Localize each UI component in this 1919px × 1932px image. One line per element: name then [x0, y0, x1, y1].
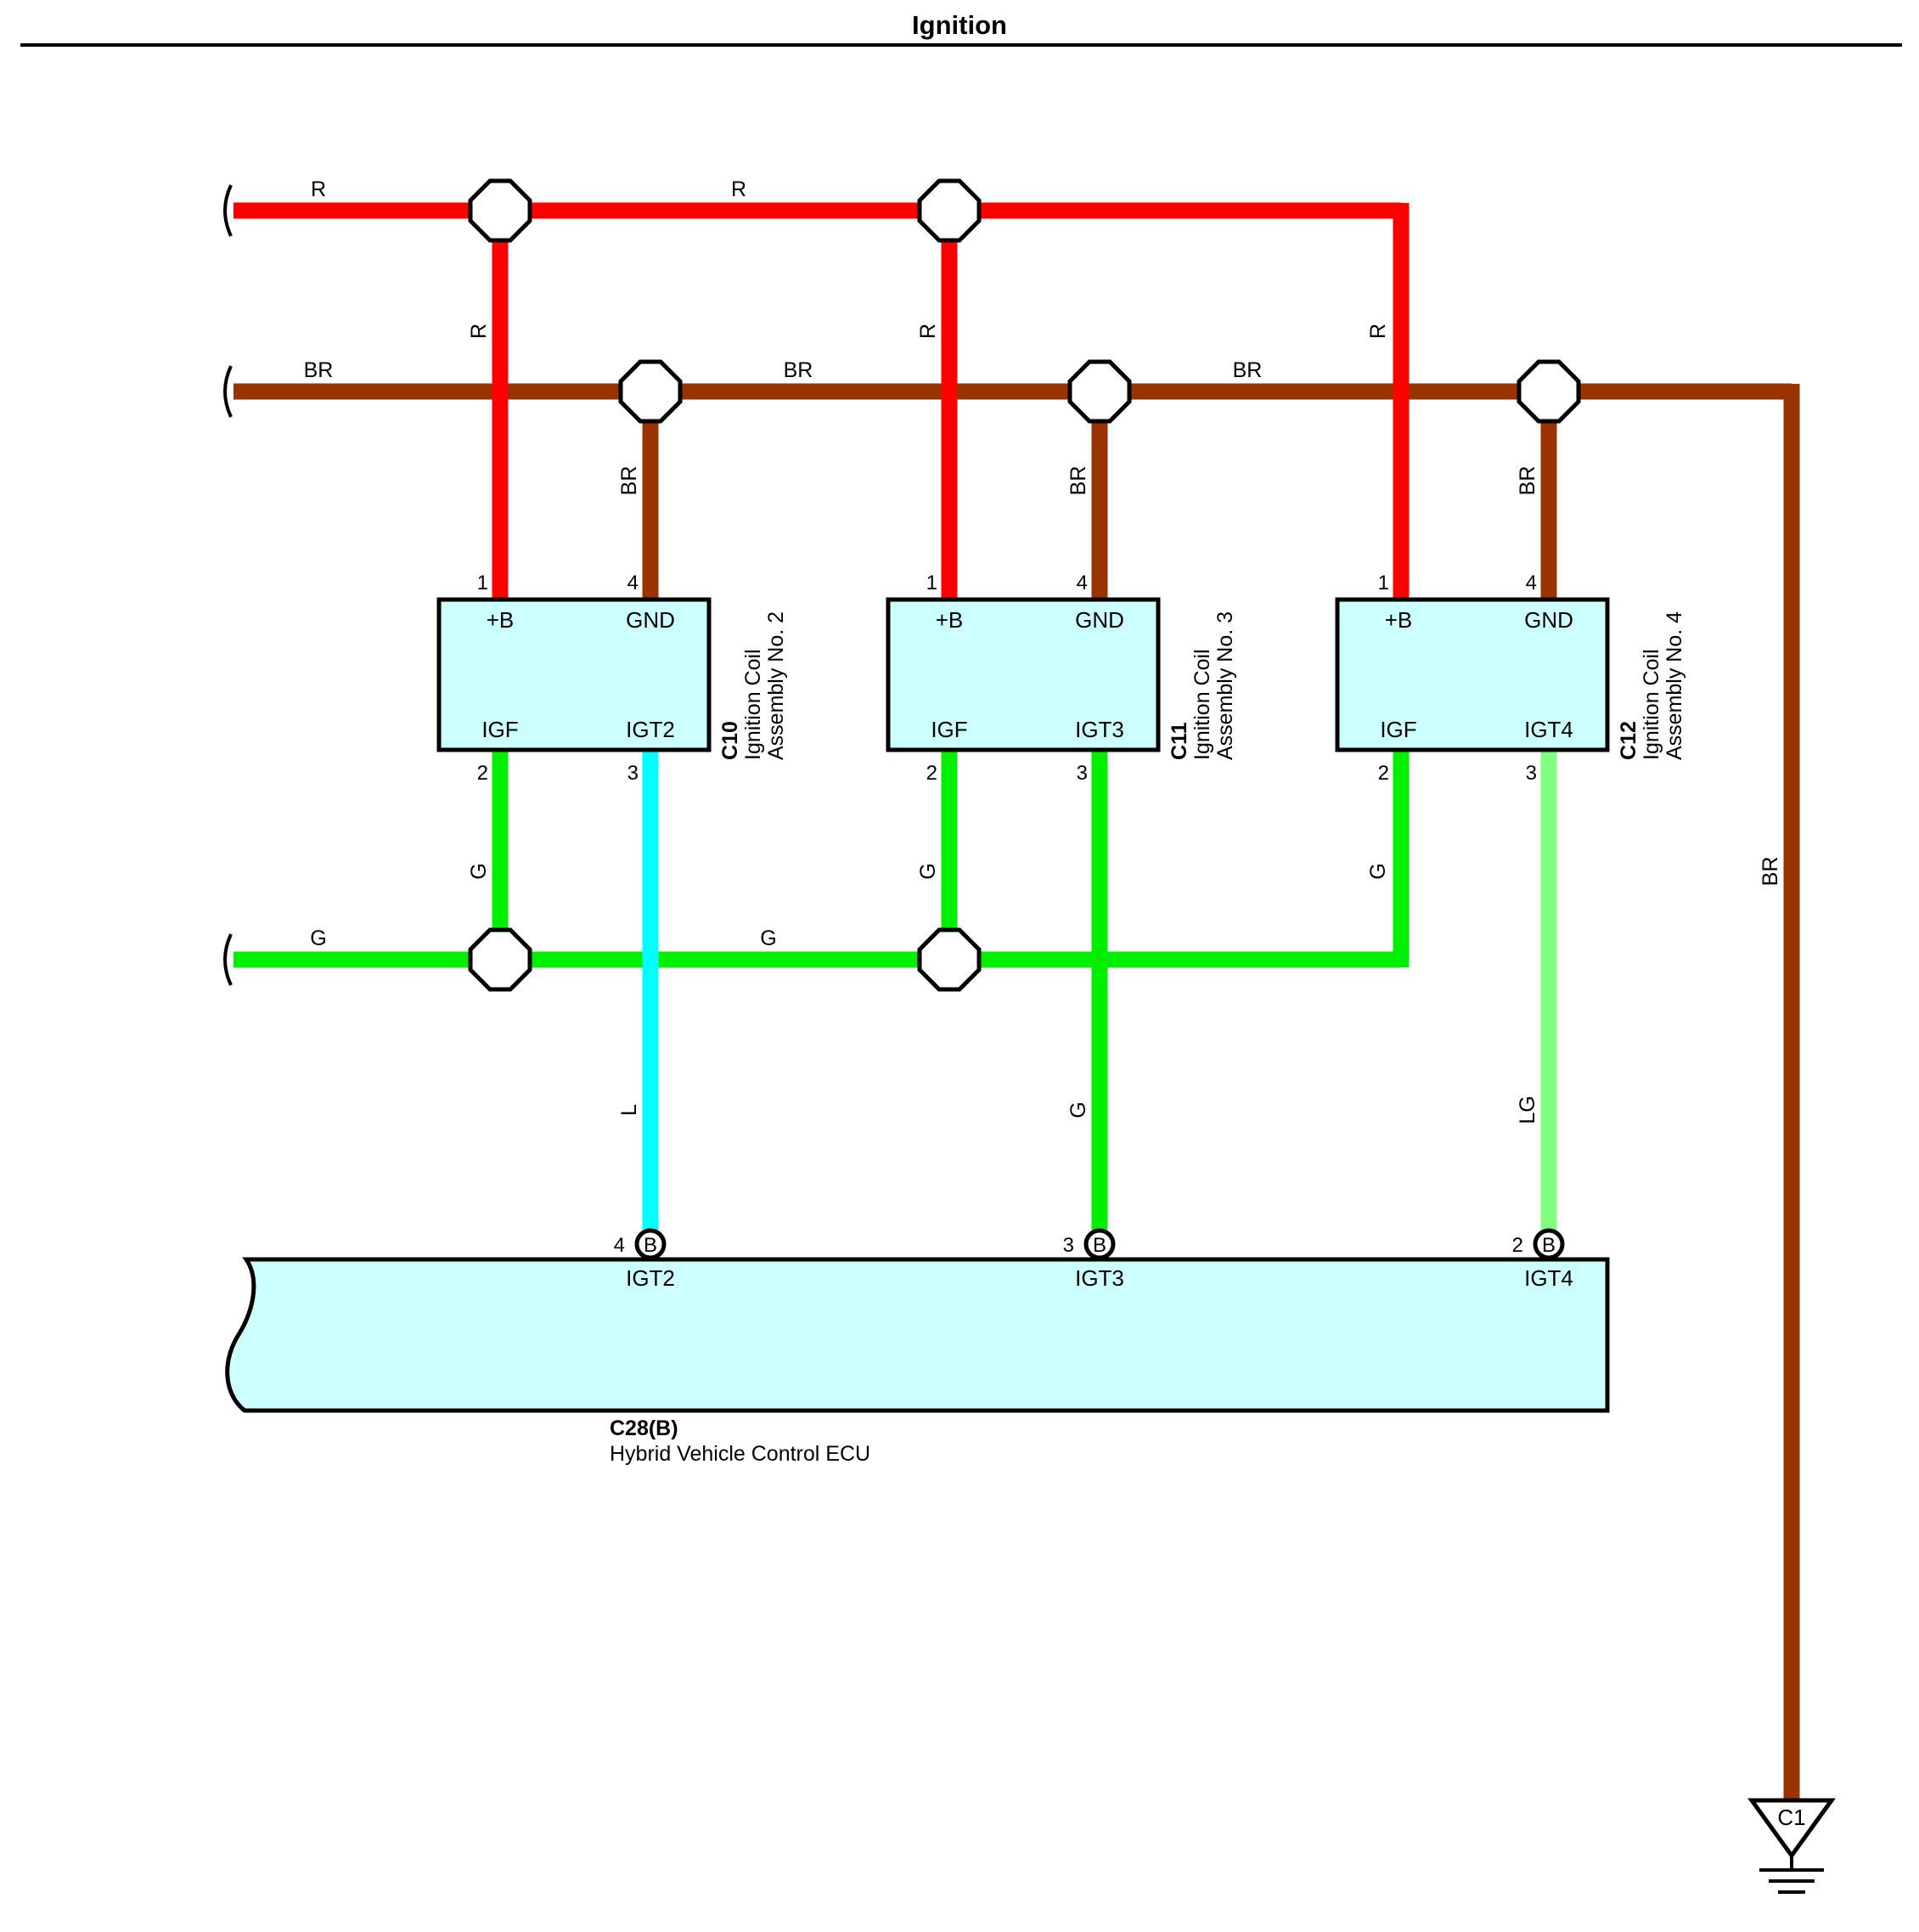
ground-c1: C1 [1747, 1798, 1836, 1894]
wire-label-coil4-igt: LG [1516, 1096, 1539, 1124]
pin-number: 4 [614, 1234, 625, 1257]
wire-break-g [223, 933, 233, 986]
terminal-igf: IGF [1380, 717, 1416, 742]
wire-label-coil3-igf: G [916, 863, 940, 879]
splice-r-1 [468, 178, 532, 243]
pin-igf: 2 [926, 762, 937, 785]
component-name-line1: Ignition Coil [741, 649, 765, 760]
wire-label-ground-br: BR [1759, 857, 1782, 887]
wire-label-top-br: BR [304, 358, 334, 382]
pin-number: 2 [1512, 1234, 1523, 1257]
connector-letter: B [1542, 1234, 1556, 1257]
wire-label-coil4-igf: G [1366, 863, 1390, 879]
wire-label-coil4-gnd: BR [1516, 466, 1539, 496]
terminal-label: IGT2 [626, 1265, 675, 1291]
ignition-coil-c10: +B GND IGF IGT2 1 4 2 3 C10 Ignition Coi… [436, 572, 788, 785]
pin-number: 3 [1063, 1234, 1074, 1257]
connector-pin-circle [1083, 1228, 1116, 1260]
pin-igt: 3 [627, 762, 639, 785]
wire-break-br [223, 365, 233, 418]
terminal-igf: IGF [481, 717, 518, 742]
connector-pin-circle [1533, 1228, 1565, 1260]
ecu-body [225, 1257, 1610, 1413]
component-id: C11 [1168, 722, 1191, 760]
ground-triangle [1747, 1798, 1836, 1860]
wire-label-coil2-igt: L [617, 1104, 641, 1116]
wire-label-coil2-gnd: BR [617, 466, 641, 496]
pin-igf: 2 [477, 762, 488, 785]
ecu-id: C28(B) [610, 1417, 678, 1440]
pin-igt: 3 [1526, 762, 1537, 785]
terminal-gnd: GND [1524, 607, 1573, 633]
ecu-pin-igt2: B 4 IGT2 [614, 1228, 675, 1291]
component-id: C12 [1617, 721, 1640, 760]
component-name-line2: Assembly No. 4 [1663, 611, 1686, 760]
splice-br-3 [1517, 359, 1581, 424]
terminal-gnd: GND [1075, 607, 1124, 633]
pin-b: 1 [477, 572, 488, 594]
wire-break-r [223, 184, 233, 237]
splice-g-2 [917, 927, 982, 992]
splice-g-1 [468, 927, 532, 992]
terminal-igf: IGF [931, 717, 967, 742]
ecu-name: Hybrid Vehicle Control ECU [610, 1442, 870, 1466]
connector-letter: B [644, 1234, 657, 1257]
ecu-pin-igt3: B 3 IGT3 [1063, 1228, 1124, 1291]
pin-b: 1 [1378, 572, 1389, 594]
wire-label-coil4-b: R [1366, 324, 1390, 339]
wire-label-top-r: R [311, 177, 326, 201]
component-name-line2: Assembly No. 2 [764, 611, 788, 760]
wire-label-coil3-b: R [916, 324, 940, 339]
wire-label-coil3-gnd: BR [1066, 466, 1090, 496]
wire-label-top-r2: R [731, 177, 746, 201]
ecu-pin-igt4: B 2 IGT4 [1512, 1228, 1573, 1291]
ground-label: C1 [1777, 1805, 1805, 1830]
wire-label-top-br3: BR [1233, 358, 1263, 382]
terminal-igt: IGT2 [626, 717, 675, 742]
coil-body [436, 597, 712, 752]
connector-pin-circle [634, 1228, 667, 1260]
wire-label-coil3-igt: G [1066, 1101, 1090, 1118]
pin-igf: 2 [1378, 762, 1389, 785]
hybrid-vehicle-control-ecu: B 4 IGT2 B 3 IGT3 B 2 IGT4 C28(B) Hybrid… [225, 1228, 1610, 1466]
splice-r-2 [917, 178, 982, 243]
wire-label-top-br2: BR [784, 358, 813, 382]
coil-body [886, 597, 1161, 752]
coil-body [1335, 597, 1610, 752]
component-id: C10 [718, 721, 742, 760]
connector-letter: B [1093, 1234, 1106, 1257]
terminal-b: +B [487, 607, 515, 633]
wire-label-g-bus: G [310, 927, 326, 950]
wire-label-g-bus2: G [760, 927, 776, 950]
terminal-label: IGT4 [1524, 1265, 1573, 1291]
terminal-label: IGT3 [1075, 1265, 1124, 1291]
wire-label-coil2-igf: G [467, 863, 491, 879]
terminal-igt: IGT3 [1075, 717, 1124, 742]
pin-b: 1 [926, 572, 937, 594]
terminal-gnd: GND [626, 607, 675, 633]
splice-br-2 [1067, 359, 1132, 424]
wire-label-coil2-b: R [467, 324, 491, 339]
ignition-coil-c11: +B GND IGF IGT3 1 4 2 3 C11 Ignition Coi… [886, 572, 1237, 785]
component-name-line2: Assembly No. 3 [1213, 611, 1237, 760]
pin-gnd: 4 [627, 572, 639, 594]
pin-gnd: 4 [1077, 572, 1088, 594]
terminal-b: +B [936, 607, 964, 633]
pin-gnd: 4 [1526, 572, 1537, 594]
component-name-line1: Ignition Coil [1640, 649, 1663, 760]
terminal-b: +B [1385, 607, 1413, 633]
ignition-coil-c12: +B GND IGF IGT4 1 4 2 3 C12 Ignition Coi… [1335, 572, 1686, 785]
terminal-igt: IGT4 [1524, 717, 1573, 742]
component-name-line1: Ignition Coil [1190, 649, 1214, 760]
pin-igt: 3 [1077, 762, 1088, 785]
splice-br-1 [618, 359, 683, 424]
page-title: Ignition [912, 10, 1007, 40]
